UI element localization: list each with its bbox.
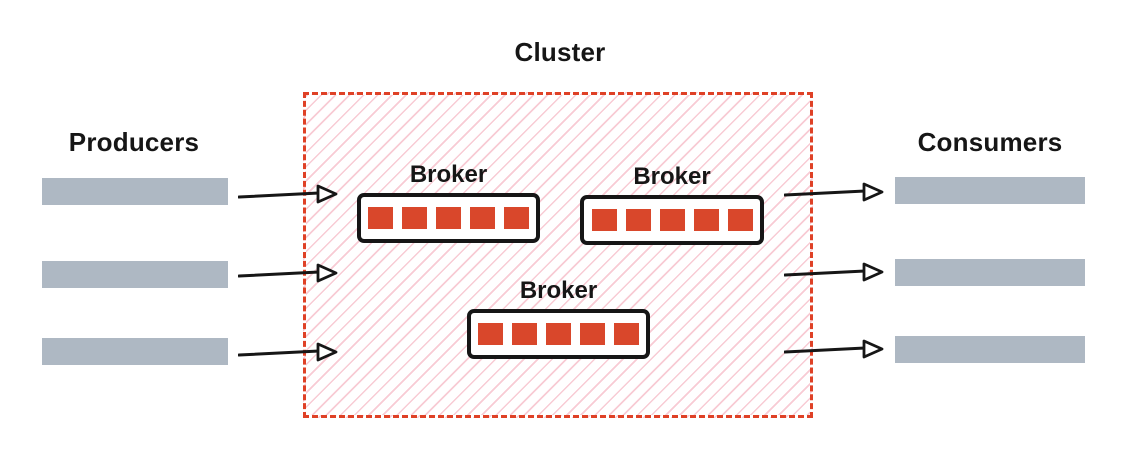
partition-square (625, 209, 651, 231)
consumer-arrow-3 (784, 338, 884, 360)
partition-square (580, 323, 605, 345)
broker-label: Broker (519, 277, 598, 304)
partition-square (591, 209, 617, 231)
consumer-bar (895, 336, 1085, 363)
partition-square (693, 209, 719, 231)
partition-square (402, 207, 427, 229)
consumer-arrow-1 (784, 181, 884, 203)
producer-bar (42, 338, 228, 365)
producer-arrow-3 (238, 341, 338, 363)
broker-label: Broker (633, 163, 711, 190)
partition-square (659, 209, 685, 231)
partition-square (727, 209, 753, 231)
cluster-boundary (303, 92, 813, 418)
partition-square (368, 207, 393, 229)
consumer-bar (895, 259, 1085, 286)
consumer-arrow-2 (784, 261, 884, 283)
partition-square (504, 207, 529, 229)
broker-box (467, 309, 650, 359)
partition-square (470, 207, 495, 229)
consumers-label: Consumers (917, 127, 1063, 157)
partition-square (512, 323, 537, 345)
broker-group: Broker (580, 163, 764, 245)
cluster-label: Cluster (514, 37, 606, 67)
producer-bar (42, 178, 228, 205)
producer-bar (42, 261, 228, 288)
partition-square (478, 323, 503, 345)
producer-arrow-1 (238, 183, 338, 205)
broker-box (580, 195, 764, 245)
broker-label: Broker (409, 161, 488, 188)
producers-label: Producers (68, 127, 200, 157)
consumer-bar (895, 177, 1085, 204)
broker-box (357, 193, 540, 243)
broker-group: Broker (357, 161, 540, 243)
partition-square (546, 323, 571, 345)
partition-square (436, 207, 461, 229)
broker-group: Broker (467, 277, 650, 359)
producer-arrow-2 (238, 262, 338, 284)
partition-square (614, 323, 639, 345)
